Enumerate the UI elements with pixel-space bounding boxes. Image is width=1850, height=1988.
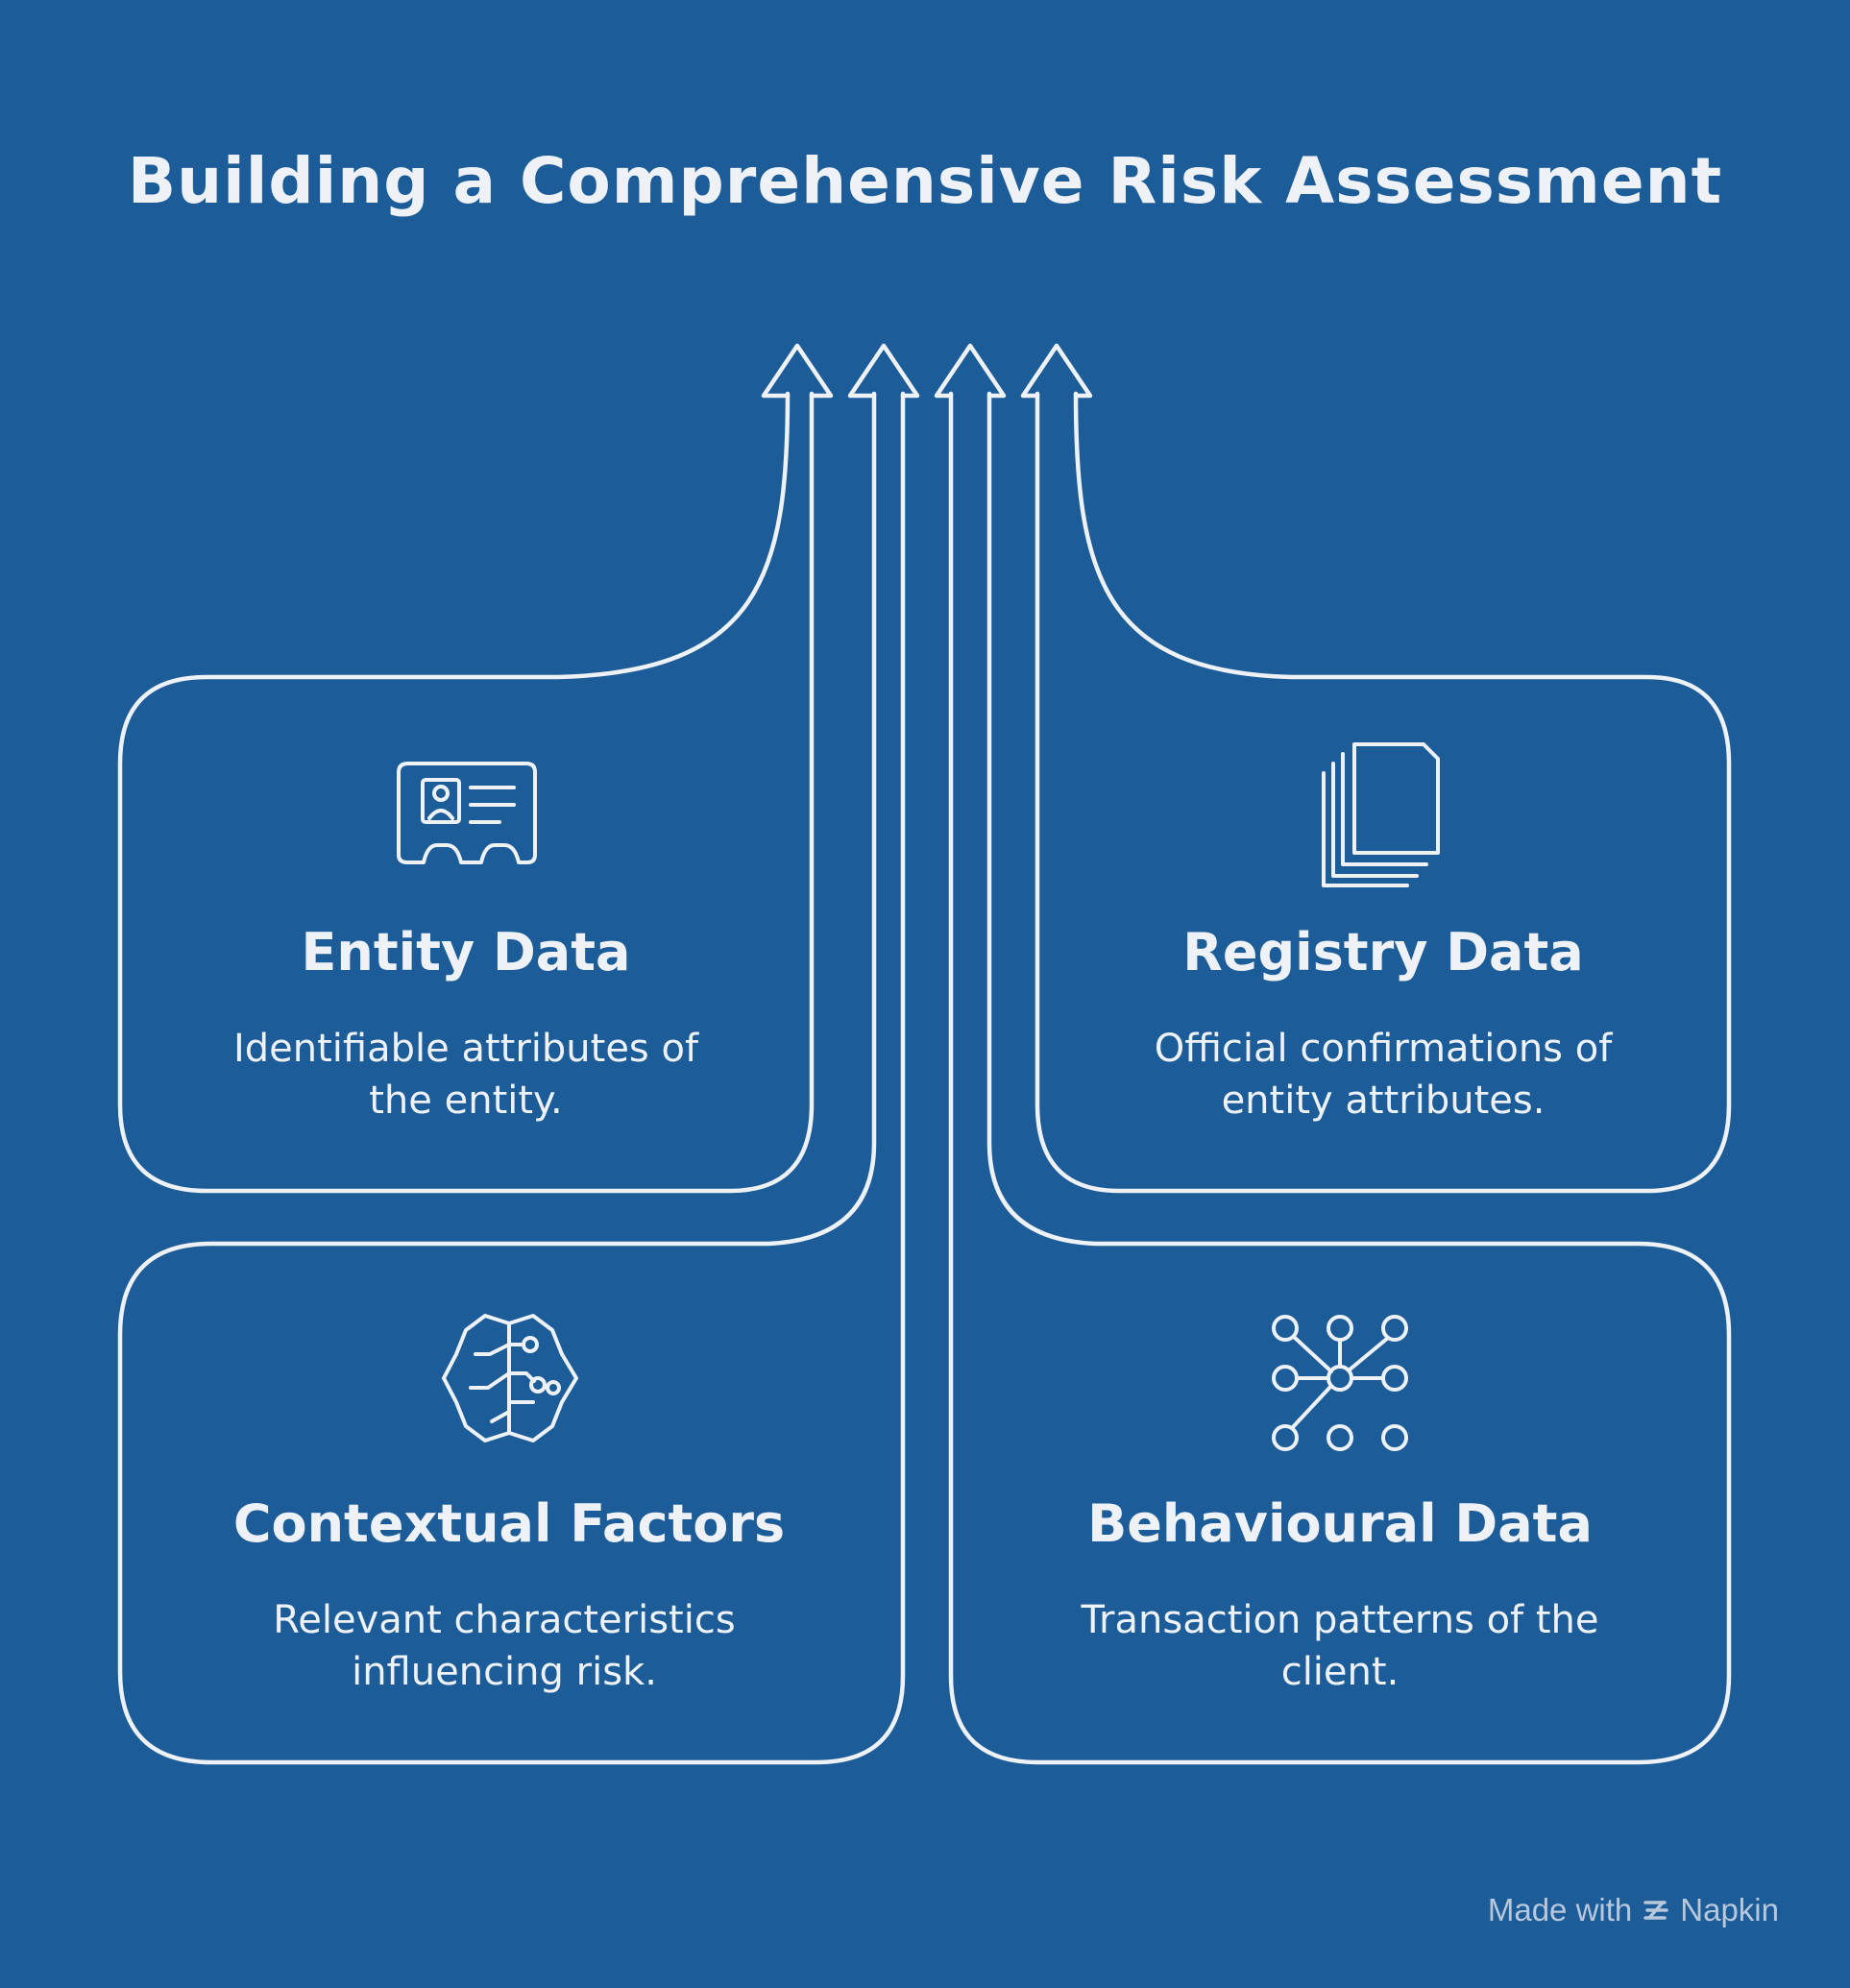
id-card-icon <box>397 762 537 864</box>
behavioural-data-card-outline <box>948 391 1732 1765</box>
behavioural-data-title: Behavioural Data <box>1087 1493 1593 1554</box>
watermark-brand: Napkin <box>1680 1892 1779 1927</box>
arrow-head-1 <box>761 343 834 399</box>
napkin-watermark[interactable]: Made with Napkin <box>1488 1892 1779 1928</box>
entity-data-card-outline <box>117 391 815 1194</box>
arrow-head-2 <box>847 343 920 399</box>
napkin-logo-icon <box>1643 1901 1669 1920</box>
registry-data-title: Registry Data <box>1182 922 1584 982</box>
contextual-factors-description: Relevant characteristics influencing ris… <box>273 1598 736 1694</box>
page-title: Building a Comprehensive Risk Assessment <box>127 144 1723 218</box>
behavioural-data-description: Transaction patterns of the client. <box>1081 1598 1599 1694</box>
brain-circuit-icon <box>442 1314 578 1443</box>
arrow-head-4 <box>1020 343 1093 399</box>
network-nodes-icon <box>1272 1315 1408 1451</box>
watermark-made-with: Made with <box>1487 1892 1633 1927</box>
registry-data-card-outline <box>1035 391 1732 1194</box>
entity-data-description: Identifiable attributes of the entity. <box>232 1027 699 1123</box>
entity-data-title: Entity Data <box>301 922 631 982</box>
contextual-factors-title: Contextual Factors <box>232 1493 786 1554</box>
arrow-head-3 <box>934 343 1007 399</box>
contextual-factors-card-outline <box>117 391 906 1765</box>
documents-icon <box>1322 742 1440 887</box>
registry-data-description: Official confirmations of entity attribu… <box>1154 1027 1613 1123</box>
